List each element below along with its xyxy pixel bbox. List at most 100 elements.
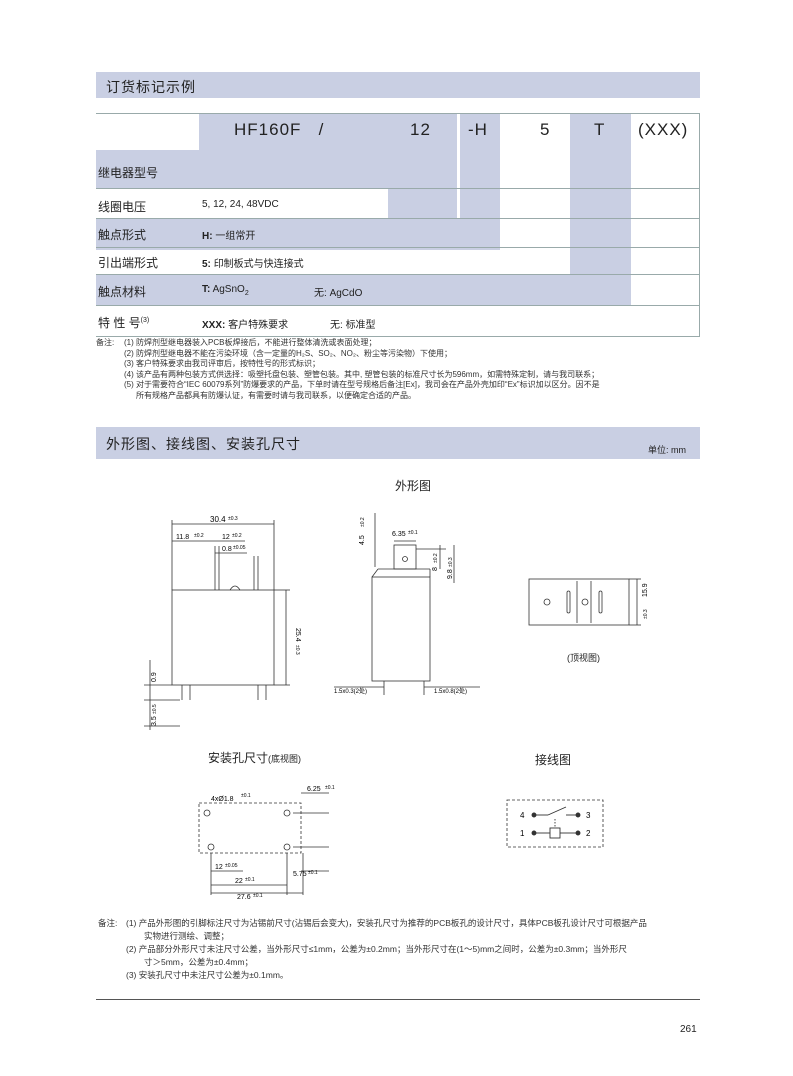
note-item: 寸＞5mm，公差为±0.4mm； bbox=[144, 957, 254, 967]
dim-t1: 1.5x0.3(2处) bbox=[334, 687, 367, 695]
dim-height-tol: ±0.3 bbox=[294, 645, 300, 655]
dim-d2: 12 bbox=[215, 864, 223, 871]
code-box-contact-wide bbox=[96, 218, 500, 250]
note-item: (5) 对于需要符合“IEC 60079系列”防爆要求的产品，下单时请在型号规格… bbox=[124, 380, 600, 389]
row-label-contact-form: 触点形式 bbox=[98, 228, 147, 242]
dim-t2: 1.5x0.8(2处) bbox=[434, 687, 467, 695]
code-model: HF160F / bbox=[234, 120, 325, 139]
notes-outline: 备注: (1) 产品外形图的引脚标注尺寸为沾锡前尺寸(沾锡后会变大)，安装孔尺寸… bbox=[98, 917, 708, 982]
pin-1: 1 bbox=[520, 829, 525, 838]
outline-title: 外形图 bbox=[395, 479, 432, 493]
table-line bbox=[96, 305, 700, 306]
table-line bbox=[96, 274, 700, 275]
note-item: (2) 防焊剂型继电器不能在污染环境（含一定量的H₂S、SO₂、NO₂、粉尘等污… bbox=[124, 348, 452, 358]
code-box-voltage bbox=[96, 150, 388, 188]
dim-d5: 5.75 bbox=[293, 871, 307, 878]
wiring-diagram: 4 3 1 2 bbox=[506, 799, 604, 848]
row-value-contact-form: H: 一组常开 bbox=[202, 231, 256, 242]
note-item: 所有规格产品都具有防爆认证，有需要时请与我司联系，以便确定合适的产品。 bbox=[136, 390, 416, 400]
dim-c: 0.8 bbox=[222, 546, 232, 553]
dim-width-tol: ±0.3 bbox=[228, 516, 238, 522]
outline-front-view: 30.4 ±0.3 11.8 ±0.2 12 ±0.2 0.8 ±0.05 25… bbox=[144, 515, 301, 730]
dim-d4: 27.6 bbox=[237, 894, 251, 901]
code-terminal: 5 bbox=[540, 120, 551, 139]
row-value-material: T: AgSnO2 bbox=[202, 284, 249, 297]
dim-b-tol: ±0.2 bbox=[232, 533, 242, 539]
row-label-special: 特 性 号(3) bbox=[98, 316, 150, 330]
dim-width: 30.4 bbox=[210, 515, 226, 524]
dim-s3: 8 bbox=[432, 567, 439, 571]
dim-p: 0.9 bbox=[151, 672, 158, 682]
table-line bbox=[96, 113, 700, 114]
note-item: (3) 客户特殊要求由我司评审后，按特性号的形式标识； bbox=[124, 359, 320, 368]
row-value-special-alt: 无: 标准型 bbox=[330, 320, 376, 331]
page-number: 261 bbox=[680, 1024, 697, 1035]
dim-holes-tol: ±0.1 bbox=[241, 793, 251, 799]
dim-s4: 9.8 bbox=[447, 569, 454, 579]
code-box-type bbox=[570, 113, 631, 305]
dim-v: 15.9 bbox=[642, 583, 649, 597]
mount-hole-drawing: 4xØ1.8 ±0.1 6.25 ±0.1 12 ±0.05 22 ±0.1 2… bbox=[198, 785, 335, 901]
dim-d1: 6.25 bbox=[307, 786, 321, 793]
row-value-material-alt: 无: AgCdO bbox=[314, 288, 363, 299]
row-label-model: 继电器型号 bbox=[98, 166, 159, 180]
dim-height: 25.4 bbox=[294, 628, 301, 642]
dim-s4-tol: ±0.3 bbox=[448, 557, 454, 567]
code-type: T bbox=[594, 120, 606, 139]
row-label-terminal: 引出端形式 bbox=[98, 256, 159, 270]
note-item: (4) 该产品有两种包装方式供选择：吸塑托盘包装、塑管包装。其中, 塑管包装的标… bbox=[124, 369, 600, 379]
code-voltage: 12 bbox=[410, 120, 431, 139]
outline-side-view: 4.5 ±0.2 6.35 ±0.1 8 ±0.2 9.8 ±0.3 1.5x0… bbox=[334, 513, 480, 695]
pin-3: 3 bbox=[586, 811, 591, 820]
table-line bbox=[96, 188, 700, 189]
note-item: (1) 防焊剂型继电器装入PCB板焊接后，不能进行整体清洗或表面处理； bbox=[124, 338, 377, 347]
outline-top-view: 15.9 ±0.3 bbox=[528, 578, 649, 626]
code-special: (XXX) bbox=[638, 120, 689, 139]
unit-label: 单位: mm bbox=[648, 445, 686, 455]
dim-a: 11.8 bbox=[176, 534, 189, 541]
dim-q: 3.5 bbox=[151, 716, 158, 726]
dim-s3-tol: ±0.2 bbox=[433, 553, 439, 563]
table-line bbox=[96, 218, 700, 219]
dim-d5-tol: ±0.1 bbox=[308, 870, 318, 876]
dim-v-tol: ±0.3 bbox=[643, 609, 649, 619]
dim-d3: 22 bbox=[235, 878, 243, 885]
row-value-terminal: 5: 印制板式与快连接式 bbox=[202, 259, 304, 270]
dim-d1-tol: ±0.1 bbox=[325, 785, 335, 791]
mount-title: 安装孔尺寸(底视图) bbox=[208, 751, 302, 765]
dim-s1: 4.5 bbox=[359, 535, 366, 545]
dim-s2: 6.35 bbox=[392, 531, 406, 538]
code-box-voltage-col bbox=[388, 113, 457, 227]
section-title-order: 订货标记示例 bbox=[106, 79, 196, 95]
table-right-border bbox=[699, 113, 700, 336]
pin-4: 4 bbox=[520, 811, 525, 820]
dim-c-tol: ±0.05 bbox=[233, 545, 246, 551]
note-item: (3) 安装孔尺寸中未注尺寸公差为±0.1mm。 bbox=[126, 970, 289, 980]
section-header-order bbox=[96, 72, 700, 98]
dim-a-tol: ±0.2 bbox=[194, 533, 204, 539]
top-view-label: (顶视图) bbox=[567, 653, 600, 663]
row-value-special: XXX: 客户特殊要求 bbox=[202, 320, 289, 331]
dim-q-tol: ±0.5 bbox=[152, 704, 158, 714]
dim-s1-tol: ±0.2 bbox=[360, 517, 366, 527]
row-label-coil: 线圈电压 bbox=[98, 200, 147, 214]
row-value-coil: 5, 12, 24, 48VDC bbox=[202, 199, 279, 210]
table-line bbox=[96, 247, 700, 248]
table-line bbox=[96, 336, 700, 337]
code-contact: -H bbox=[468, 120, 488, 139]
note-item: (2) 产品部分外形尺寸未注尺寸公差，当外形尺寸≤1mm，公差为±0.2mm；当… bbox=[126, 944, 627, 954]
dim-d3-tol: ±0.1 bbox=[245, 877, 255, 883]
note-item: 实物进行测绘、调整； bbox=[144, 931, 230, 941]
code-box-material bbox=[96, 274, 631, 305]
notes-prefix: 备注: bbox=[96, 338, 115, 347]
notes-prefix: 备注: bbox=[98, 918, 118, 928]
dim-s2-tol: ±0.1 bbox=[408, 530, 418, 536]
footer-rule bbox=[96, 999, 700, 1000]
section-header-outline bbox=[96, 427, 700, 459]
dim-holes: 4xØ1.8 bbox=[211, 796, 234, 803]
notes-order: 备注: (1) 防焊剂型继电器装入PCB板焊接后，不能进行整体清洗或表面处理； … bbox=[96, 338, 706, 401]
dim-d4-tol: ±0.1 bbox=[253, 893, 263, 899]
note-item: (1) 产品外形图的引脚标注尺寸为沾锡前尺寸(沾锡后会变大)，安装孔尺寸为推荐的… bbox=[126, 918, 647, 928]
pin-2: 2 bbox=[586, 829, 591, 838]
dim-b: 12 bbox=[222, 534, 230, 541]
